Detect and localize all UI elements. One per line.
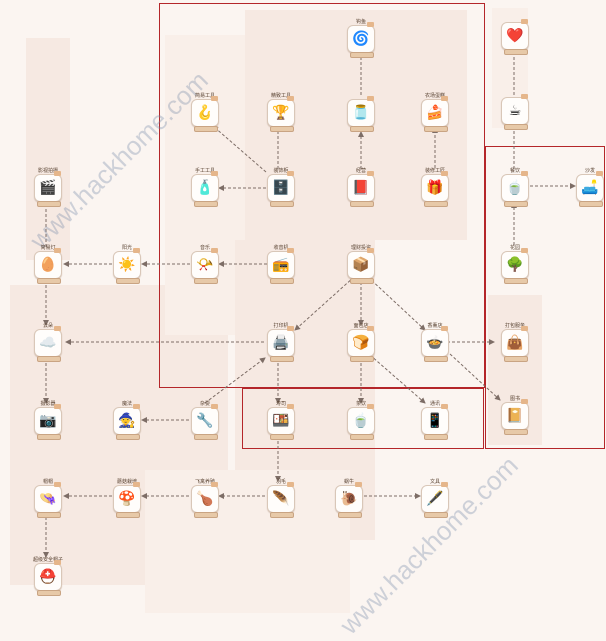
- snail-icon: 🐌: [335, 485, 363, 513]
- cloud-icon: ☁️: [34, 329, 62, 357]
- bucket-icon: 🧴: [191, 174, 219, 202]
- horn-icon: 📯: [191, 251, 219, 279]
- phone-icon: 📱: [421, 407, 449, 435]
- feather-icon: 🪶: [267, 485, 295, 513]
- mushroom-icon: 🍄: [113, 485, 141, 513]
- cloche-icon: 🍵: [501, 174, 529, 202]
- pink-icon: ❤️: [501, 22, 529, 50]
- bg-panel-left: [26, 38, 70, 260]
- pen-icon: 🖋️: [421, 485, 449, 513]
- tea-icon: 🍵: [347, 407, 375, 435]
- pot-icon: 🍲: [421, 329, 449, 357]
- parcel-icon: 📦: [347, 251, 375, 279]
- clapperboard-icon: 🎬: [34, 174, 62, 202]
- pliers-icon: 🔧: [191, 407, 219, 435]
- helmet-icon: ⛑️: [34, 563, 62, 591]
- tree-icon: 🌳: [501, 251, 529, 279]
- trophy-icon: 🏆: [267, 99, 295, 127]
- drawer-icon: 🗄️: [267, 174, 295, 202]
- hook-icon: 🌀: [347, 25, 375, 53]
- witch-hat-icon: 🧙: [113, 407, 141, 435]
- spring-icon: 🪝: [191, 99, 219, 127]
- cake-icon: 🍰: [421, 99, 449, 127]
- chicken-icon: 🍗: [191, 485, 219, 513]
- book-icon: 📕: [347, 174, 375, 202]
- jar-icon: 🫙: [347, 99, 375, 127]
- egg-icon: 🥚: [34, 251, 62, 279]
- hat-icon: 👒: [34, 485, 62, 513]
- bread-icon: 🍞: [347, 329, 375, 357]
- frame-right-group: [485, 146, 605, 449]
- book2-icon: 📔: [501, 402, 529, 430]
- cup-icon: ☕: [501, 97, 529, 125]
- radio-icon: 📻: [267, 251, 295, 279]
- printer-icon: 🖨️: [267, 329, 295, 357]
- sushi-icon: 🍱: [267, 407, 295, 435]
- gift-icon: 🎁: [421, 174, 449, 202]
- bag-icon: 👜: [501, 329, 529, 357]
- sun-icon: ☀️: [113, 251, 141, 279]
- frame-bottom-group: [242, 388, 484, 449]
- bg-panel-bottom: [145, 470, 350, 613]
- camera-icon: 📷: [34, 407, 62, 435]
- frame-top-group: [159, 3, 485, 388]
- sofa-icon: 🛋️: [576, 174, 604, 202]
